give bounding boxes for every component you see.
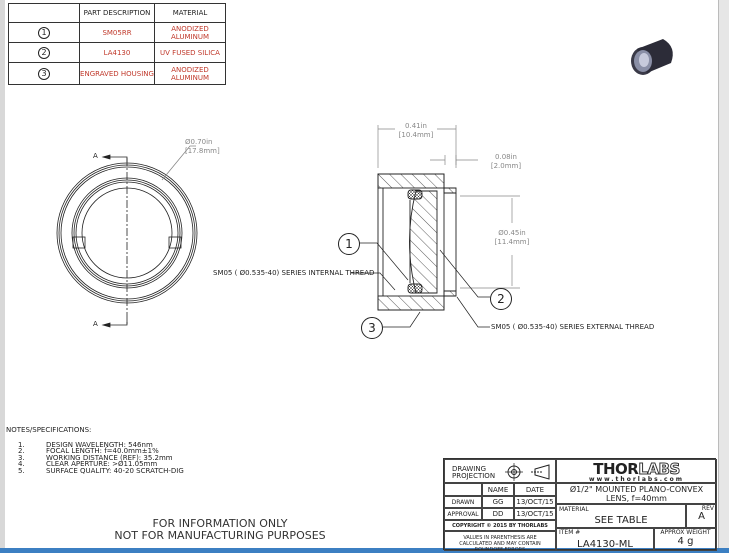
balloon-2: 2 xyxy=(490,288,512,310)
thread-length-dimension: 0.08in[2.0mm] xyxy=(490,153,522,170)
leader-lines xyxy=(351,242,490,328)
window-frame-left xyxy=(0,0,5,553)
drawn-date: 13/OCT/15 xyxy=(514,496,556,508)
note-item: CLEAR APERTURE: >Ø11.05mm xyxy=(46,460,158,468)
thorlabs-logo: THORLABS xyxy=(593,460,681,478)
note-item: WORKING DISTANCE (REF): 35.2mm xyxy=(46,453,173,462)
projection-symbol-icon xyxy=(505,463,550,481)
item-number: 3 xyxy=(8,62,80,85)
drawn-name: GG xyxy=(482,496,514,508)
window-bottom-bar xyxy=(0,548,729,553)
item-cell: ITEM #LA4130-ML xyxy=(556,528,654,551)
approval-name: DD xyxy=(482,508,514,520)
notes-specifications: NOTES/SPECIFICATIONS: 1.DESIGN WAVELENGT… xyxy=(6,426,184,475)
name-header: NAME xyxy=(482,483,514,496)
date-header: DATE xyxy=(514,483,556,496)
logo-cell: THORLABS www.thorlabs.com xyxy=(556,459,717,483)
item-value: LA4130-ML xyxy=(577,539,633,550)
copyright: COPYRIGHT © 2015 BY THORLABS xyxy=(444,520,556,531)
product-render-image xyxy=(631,39,673,75)
projection-cell: DRAWING PROJECTION xyxy=(444,459,556,483)
website: www.thorlabs.com xyxy=(589,476,684,483)
external-thread-callout: SM05 ( Ø0.535-40) SERIES EXTERNAL THREAD xyxy=(491,323,655,331)
front-view xyxy=(56,145,198,328)
section-view xyxy=(377,173,457,311)
approval-label: APPROVAL xyxy=(444,508,482,520)
note-item: FOCAL LENGTH: f=40.0mm±1% xyxy=(46,447,159,455)
drawn-label: DRAWN xyxy=(444,496,482,508)
material-value: SEE TABLE xyxy=(594,515,648,526)
balloon-1: 1 xyxy=(338,233,360,255)
balloon-3: 3 xyxy=(361,317,383,339)
length-dimension: 0.41in[10.4mm] xyxy=(398,122,434,139)
weight-value: 4 g xyxy=(677,536,694,547)
rev-value: A xyxy=(698,511,705,522)
scrollbar-track[interactable] xyxy=(718,0,729,553)
part-material: ANODIZED ALUMINUM xyxy=(154,62,226,85)
note-item: SURFACE QUALITY: 40-20 SCRATCH-DIG xyxy=(46,466,184,475)
notes-title: NOTES/SPECIFICATIONS: xyxy=(6,426,92,434)
front-diameter-dimension: Ø0.70in[17.8mm] xyxy=(185,138,220,155)
section-label-top: A xyxy=(93,152,98,160)
title-block: DRAWING PROJECTION NAME DATE DRAWN GG 13… xyxy=(443,458,717,551)
values-note: VALUES IN PARENTHESIS ARE CALCULATED AND… xyxy=(444,531,556,551)
section-label-bottom: A xyxy=(93,320,98,328)
dimension-lines xyxy=(377,125,520,289)
internal-thread-callout: SM05 ( Ø0.535-40) SERIES INTERNAL THREAD xyxy=(213,269,375,277)
aperture-dimension: Ø0.45in[11.4mm] xyxy=(494,229,530,246)
note-item: DESIGN WAVELENGTH: 546nm xyxy=(46,440,153,449)
approval-date: 13/OCT/15 xyxy=(514,508,556,520)
